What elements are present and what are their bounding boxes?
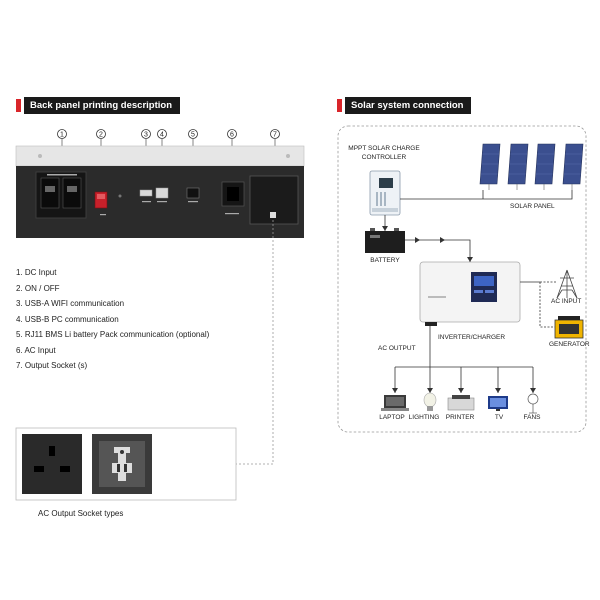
printer-icon <box>447 395 475 411</box>
usb-a-port-icon <box>139 189 153 197</box>
ac-input-label: AC INPUT <box>551 298 582 305</box>
lighting-label: LIGHTING <box>408 414 440 421</box>
header-accent-mark <box>16 99 21 112</box>
solar-connection-title: Solar system connection <box>345 97 472 114</box>
laptop-label: LAPTOP <box>379 414 405 421</box>
tv-icon <box>488 396 508 411</box>
dc-input-terminal-icon <box>35 171 87 219</box>
solar-panel-icon <box>479 143 584 190</box>
laptop-icon <box>381 395 409 411</box>
callout-1-text: 1 <box>60 132 64 139</box>
back-panel-description-list: 1. DC Input 2. ON / OFF 3. USB-A WIFI co… <box>16 265 209 374</box>
callout-5-text: 5 <box>191 132 195 139</box>
power-switch-icon <box>94 191 108 209</box>
connection-lines <box>384 190 573 393</box>
usb-b-port-icon <box>155 187 169 199</box>
uk-socket-icon <box>22 434 82 494</box>
solar-panel-label: SOLAR PANEL <box>510 203 555 210</box>
socket-dashed-connector <box>236 220 274 465</box>
socket-types-box <box>15 427 237 501</box>
description-item: 5. RJ11 BMS Li battery Pack communicatio… <box>16 330 210 339</box>
fans-label: FANS <box>523 414 541 421</box>
generator-icon <box>554 316 584 339</box>
mppt-label: MPPT SOLAR CHARGE CONTROLLER <box>348 145 420 161</box>
ac-input-plug-icon <box>221 181 245 207</box>
screw-icon <box>38 154 42 158</box>
inverter-charger-icon <box>419 261 521 326</box>
output-socket-icon <box>249 175 299 225</box>
battery-label: BATTERY <box>370 257 400 264</box>
inverter-to-generator-line <box>539 282 555 328</box>
callout-4-text: 4 <box>160 132 164 139</box>
arrow-heads <box>382 226 536 393</box>
fan-icon <box>527 393 539 414</box>
mppt-controller-icon <box>369 170 401 216</box>
callout-3-text: 3 <box>144 132 148 139</box>
back-panel-title: Back panel printing description <box>24 97 180 114</box>
panel-to-mppt-line <box>400 190 573 200</box>
tv-label: TV <box>494 414 504 421</box>
callout-2-text: 2 <box>99 132 103 139</box>
socket-types-caption: AC Output Socket types <box>38 509 124 518</box>
back-panel-device <box>15 145 305 238</box>
ac-output-label: AC OUTPUT <box>378 345 416 352</box>
light-bulb-icon <box>423 392 437 411</box>
rj11-port-icon <box>186 187 200 199</box>
universal-socket-icon <box>92 434 152 494</box>
generator-label: GENERATOR <box>549 341 590 348</box>
description-item: 1. DC Input <box>16 268 57 277</box>
screw-icon <box>118 194 122 198</box>
battery-icon <box>365 228 405 253</box>
description-item: 4. USB-B PC communication <box>16 314 119 324</box>
screw-icon <box>286 154 290 158</box>
description-item: 7. Output Socket (s) <box>16 361 88 370</box>
description-item: 3. USB-A WIFI communication <box>16 299 125 308</box>
description-item: 2. ON / OFF <box>16 283 60 293</box>
callout-6-text: 6 <box>230 132 234 139</box>
power-pylon-icon <box>556 269 578 299</box>
back-panel-header: Back panel printing description <box>16 97 180 114</box>
header-accent-mark <box>337 99 342 112</box>
printer-label: PRINTER <box>445 414 475 421</box>
inverter-label: INVERTER/CHARGER <box>438 334 506 341</box>
callout-7-text: 7 <box>273 132 277 139</box>
description-item: 6. AC Input <box>16 345 56 355</box>
battery-to-inverter-line <box>405 239 471 262</box>
solar-connection-header: Solar system connection <box>337 97 472 114</box>
